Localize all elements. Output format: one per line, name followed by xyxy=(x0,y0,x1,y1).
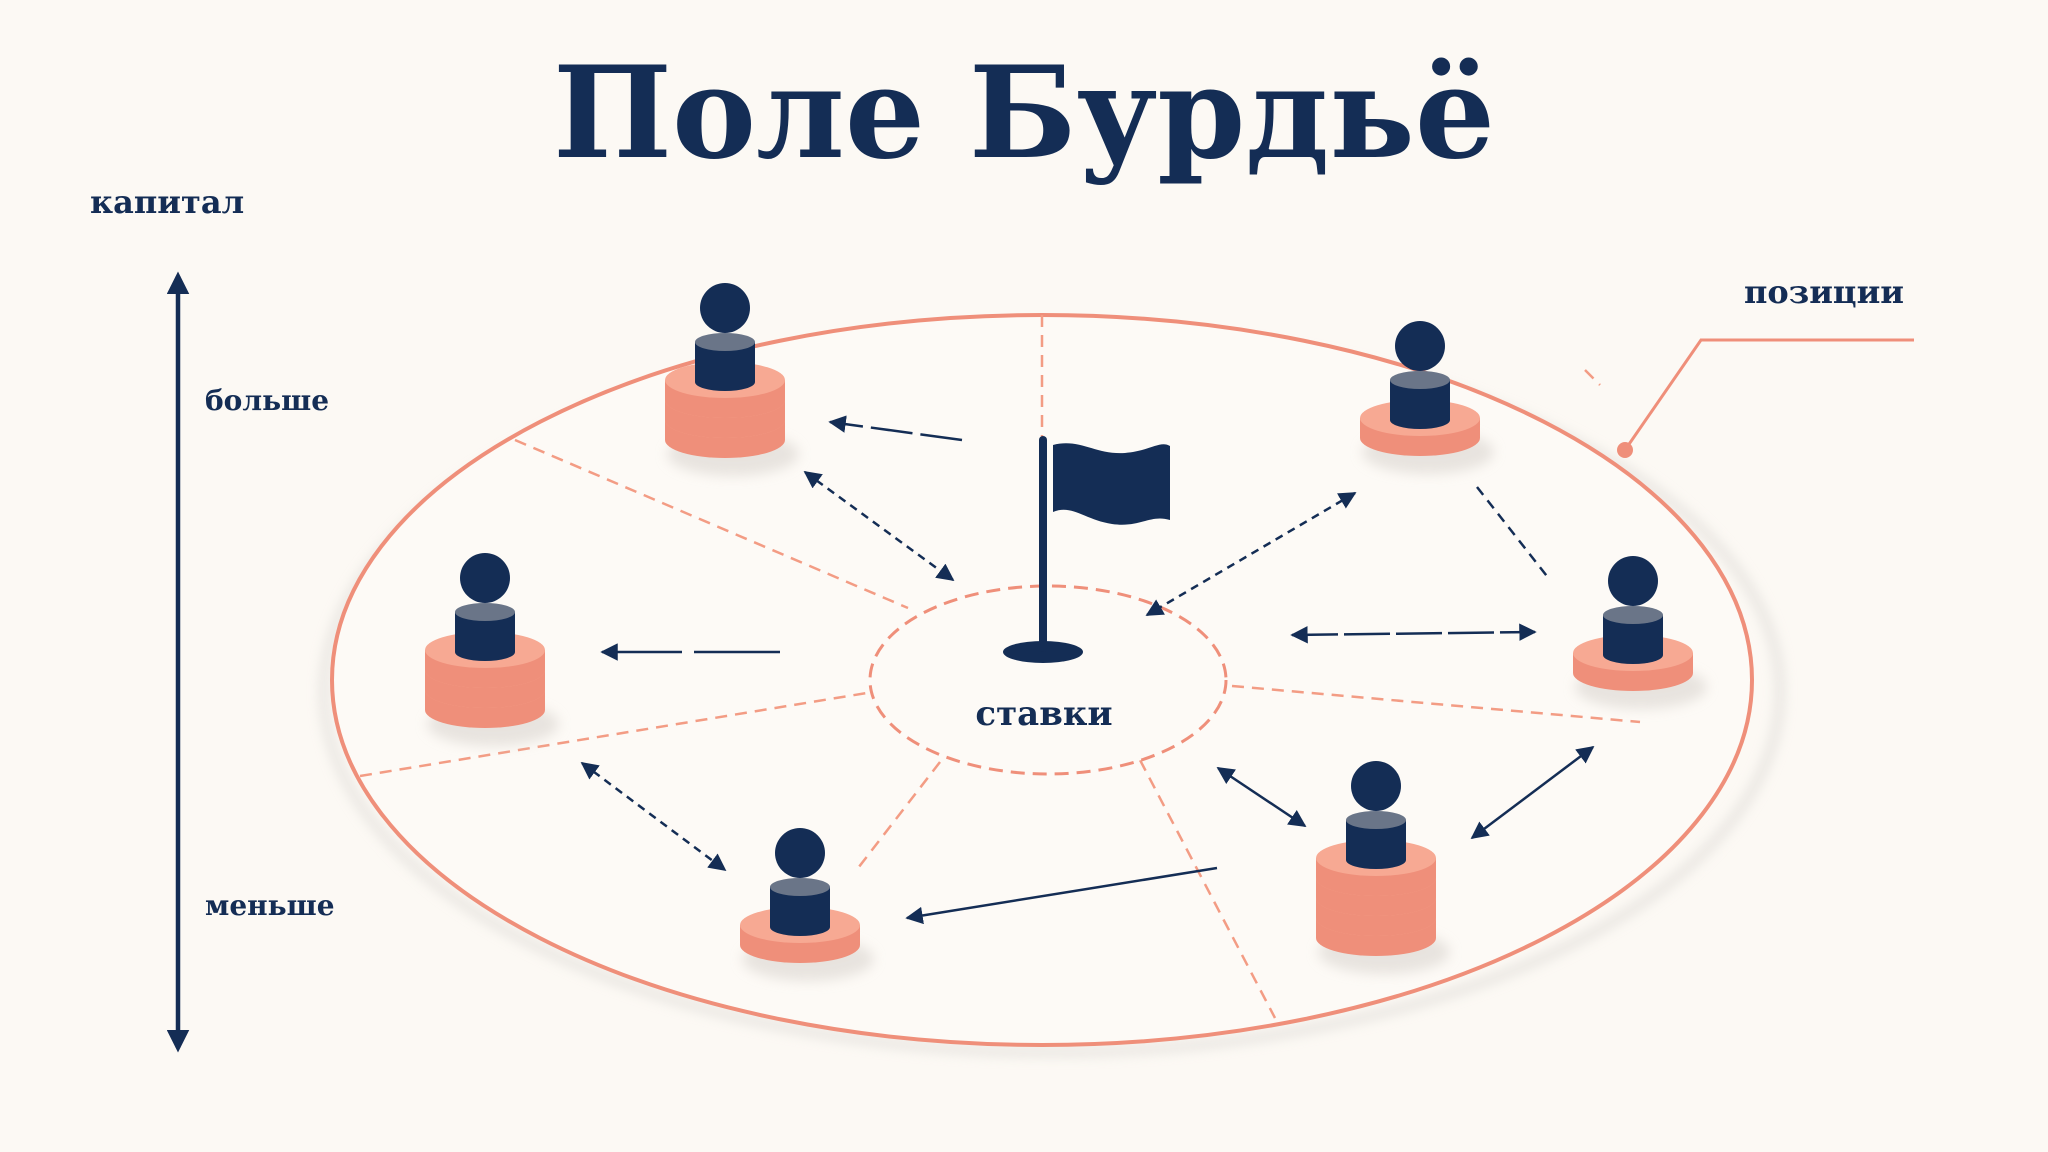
stakes-circle: ставки xyxy=(868,584,1228,776)
pawn-mid-right xyxy=(1573,556,1707,709)
arrow-9 xyxy=(1216,766,1307,828)
stakes-label: ставки xyxy=(975,694,1112,734)
pawn-top-left xyxy=(665,283,799,476)
pawn-bottom-left xyxy=(740,828,874,981)
arrow-8 xyxy=(905,866,1218,925)
arrow-3 xyxy=(1145,491,1357,617)
positions-callout: позиции xyxy=(1617,273,1914,458)
capital-axis: капитал больше меньше xyxy=(90,183,335,1053)
arrow-10 xyxy=(1470,745,1595,840)
positions-label: позиции xyxy=(1744,273,1904,311)
axis-top-label: больше xyxy=(205,384,329,417)
axis-bottom-label: меньше xyxy=(205,889,335,922)
pawn-top-right xyxy=(1360,321,1494,474)
arrow-4 xyxy=(1476,486,1551,581)
page-title: Поле Бурдьё xyxy=(553,39,1495,187)
pawn-bottom-right xyxy=(1316,761,1450,974)
axis-label: капитал xyxy=(90,183,244,221)
arrow-2 xyxy=(803,470,955,582)
interaction-arrows xyxy=(580,415,1595,925)
flag-icon xyxy=(1003,436,1170,663)
arrow-5 xyxy=(1290,623,1537,644)
arrow-7 xyxy=(580,761,727,872)
pawn-mid-left xyxy=(425,553,559,746)
arrow-1 xyxy=(828,415,963,442)
player-pawns xyxy=(425,283,1707,981)
